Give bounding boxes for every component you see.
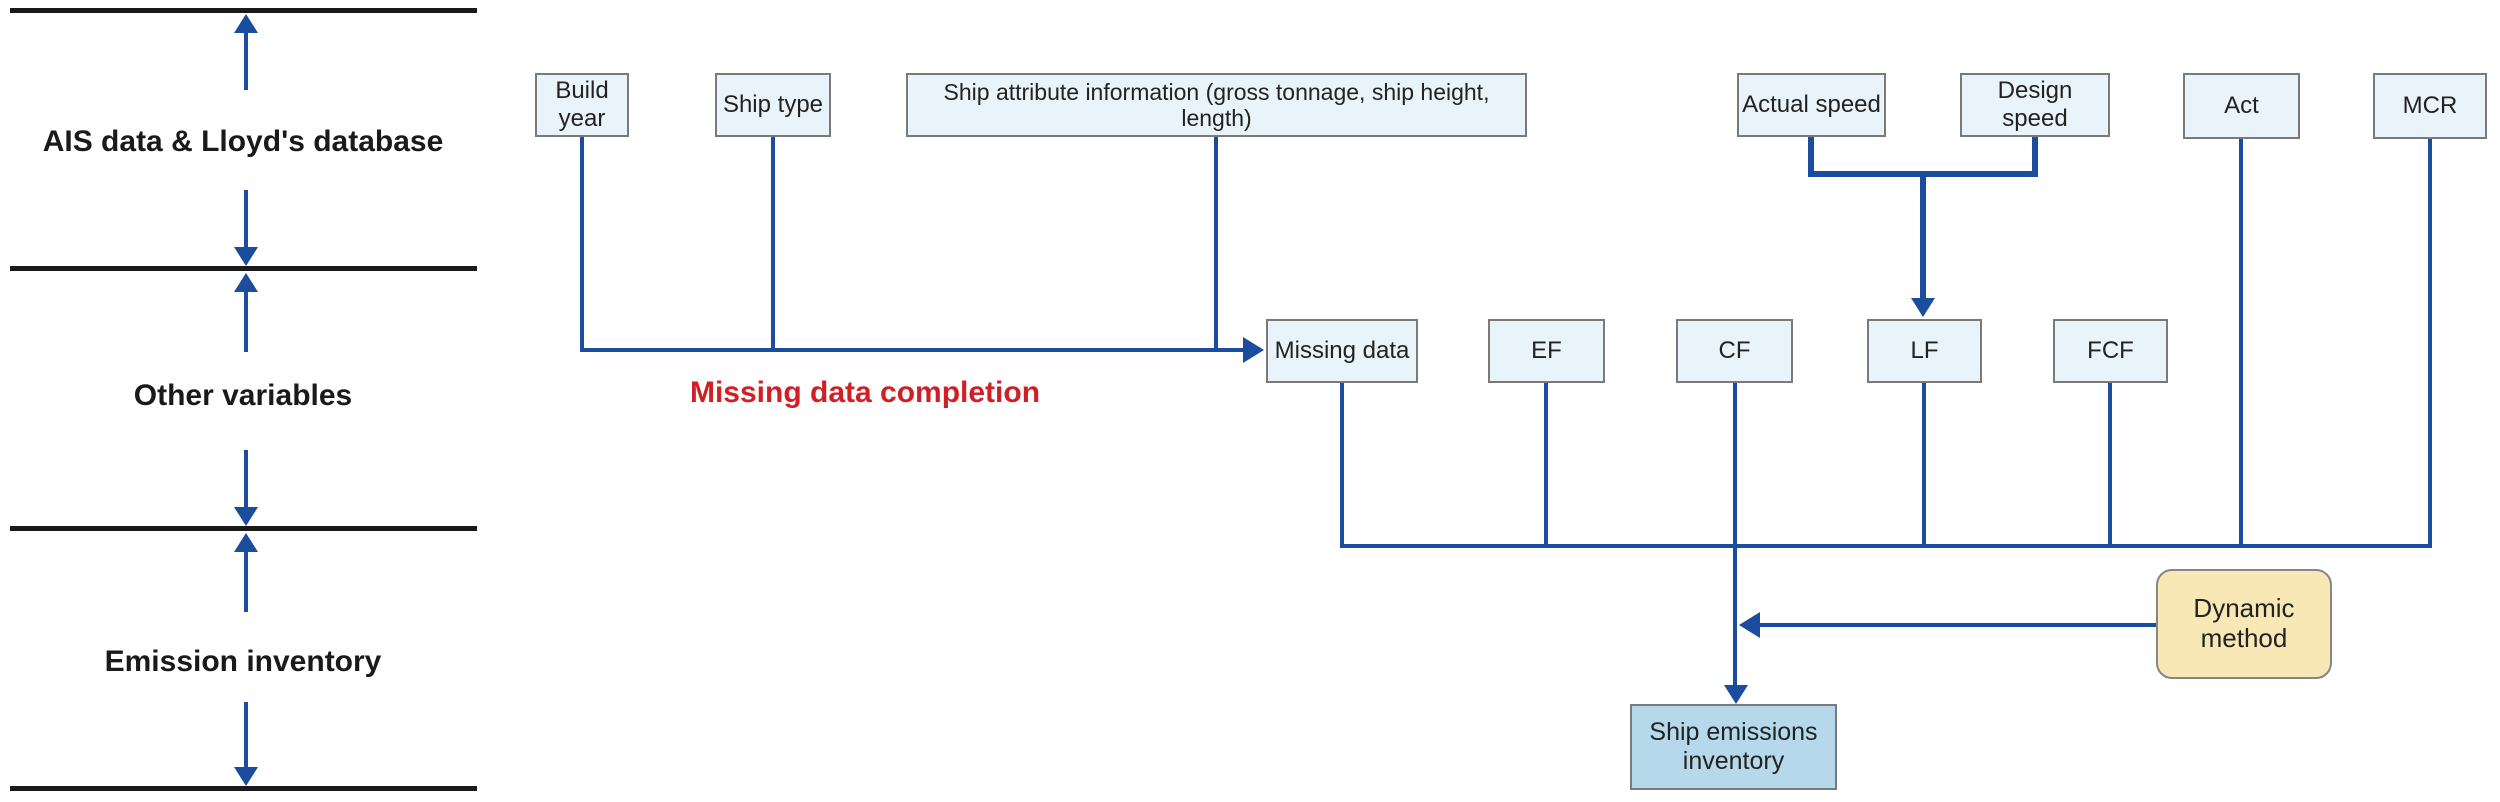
box-design-speed: Design speed — [1960, 73, 2110, 137]
arrow-up-icon — [234, 533, 258, 552]
connector-dynamic-method — [1758, 623, 2156, 627]
connector-build-year — [580, 137, 584, 350]
section-divider-3 — [10, 526, 477, 531]
section-label-emission-inventory: Emission inventory — [104, 645, 382, 678]
arrow-up-icon — [234, 14, 258, 33]
connector-act — [2239, 137, 2243, 548]
connector-fcf-down — [2108, 383, 2112, 548]
arrow-down-icon — [1724, 685, 1748, 704]
arrow-down-icon — [234, 507, 258, 526]
box-ship-type: Ship type — [715, 73, 831, 137]
arrow-left-icon — [1739, 612, 1760, 638]
section-label-other-variables: Other variables — [133, 379, 353, 412]
arrow-right-icon — [1243, 337, 1264, 363]
connector-design-speed — [2032, 137, 2038, 177]
arrow-shaft — [244, 551, 248, 612]
box-act: Act — [2183, 73, 2300, 139]
box-ship-emissions-inventory: Ship emissions inventory — [1630, 704, 1837, 790]
arrow-down-icon — [1911, 298, 1935, 317]
arrow-down-icon — [234, 767, 258, 786]
box-fcf: FCF — [2053, 319, 2168, 383]
box-dynamic-method: Dynamic method — [2156, 569, 2332, 679]
connector-missing-data — [580, 348, 1245, 352]
connector-actual-speed — [1808, 137, 1814, 177]
connector-mcr — [2428, 137, 2432, 548]
section-divider-4 — [10, 786, 477, 791]
connector-cf-down — [1733, 383, 1737, 686]
connector-collector — [1340, 544, 2432, 548]
box-actual-speed: Actual speed — [1737, 73, 1886, 137]
arrow-up-icon — [234, 273, 258, 292]
arrow-down-icon — [234, 247, 258, 266]
connector-missing-data-down — [1340, 383, 1344, 548]
connector-ship-attribute — [1214, 137, 1218, 350]
box-mcr: MCR — [2373, 73, 2487, 139]
section-label-ais-lloyds: AIS data & Lloyd's database — [42, 125, 444, 158]
box-build-year: Build year — [535, 73, 629, 137]
connector-speed-to-lf — [1920, 171, 1926, 299]
arrow-shaft — [244, 702, 248, 768]
arrow-shaft — [244, 450, 248, 508]
connector-lf-down — [1922, 383, 1926, 548]
box-lf: LF — [1867, 319, 1982, 383]
box-ef: EF — [1488, 319, 1605, 383]
box-ship-attribute: Ship attribute information (gross tonnag… — [906, 73, 1527, 137]
annotation-missing-data-completion: Missing data completion — [689, 376, 1041, 409]
connector-ship-type — [771, 137, 775, 350]
box-cf: CF — [1676, 319, 1793, 383]
section-divider-1 — [10, 8, 477, 13]
arrow-shaft — [244, 32, 248, 90]
arrow-shaft — [244, 291, 248, 352]
arrow-shaft — [244, 190, 248, 248]
section-divider-2 — [10, 266, 477, 271]
box-missing-data: Missing data — [1266, 319, 1418, 383]
connector-ef-down — [1544, 383, 1548, 548]
